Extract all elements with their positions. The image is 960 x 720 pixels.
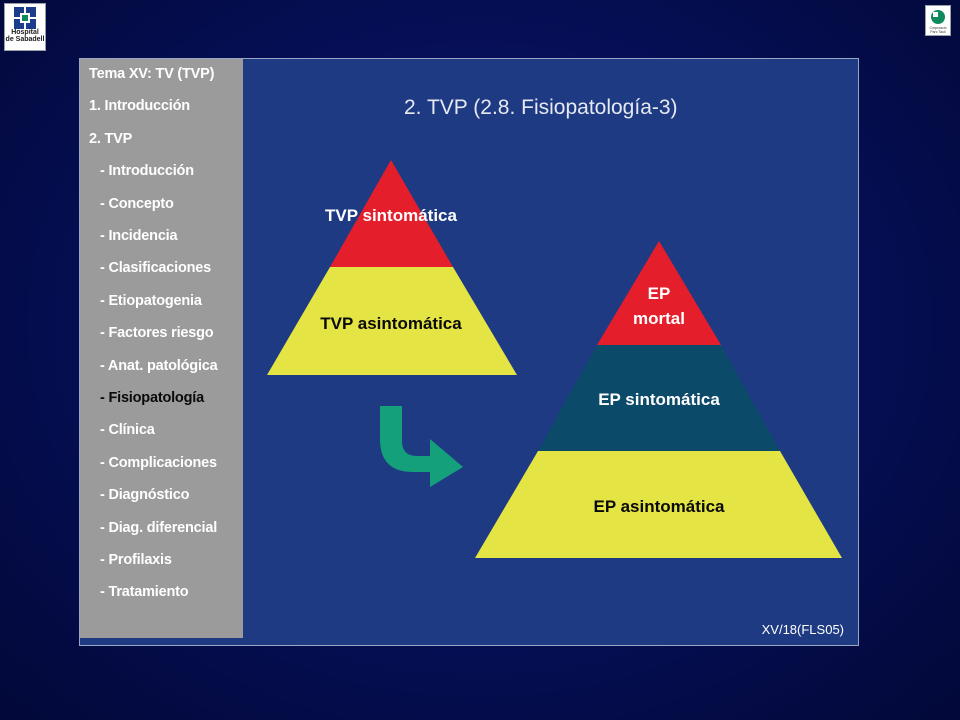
sidebar-item: - Diagnóstico <box>100 487 190 504</box>
ep-asintomatica-label: EP asintomática <box>593 497 725 516</box>
sidebar-item: - Introducción <box>100 163 194 180</box>
tvp-pyramid-top-segment <box>330 160 453 267</box>
sidebar-item: - Diag. diferencial <box>100 519 218 536</box>
slide-panel: Tema XV: TV (TVP) 1. Introducción 2. TVP - … <box>79 58 859 646</box>
sidebar-item: Tema XV: TV (TVP) <box>89 66 215 82</box>
sidebar-item: 1. Introducción <box>89 98 190 115</box>
logo-left-line1: Hospital <box>11 29 39 36</box>
sidebar-item: - Tratamiento <box>100 584 189 601</box>
tvp-pyramid-bottom-segment <box>267 267 517 375</box>
sidebar-item: - Concepto <box>100 195 174 212</box>
ep-mortal-label-line2: mortal <box>633 309 685 328</box>
logo-right-text: Corporació Parc Taulí <box>929 26 947 34</box>
sidebar-item: - Incidencia <box>100 228 178 244</box>
sidebar-item: - Fisiopatología <box>100 390 204 406</box>
sidebar-item: 2. TVP <box>89 130 133 147</box>
hospital-cross-icon <box>14 7 36 29</box>
tvp-asintomatica-label: TVP asintomática <box>320 314 462 333</box>
sidebar-item: - Etiopatogenia <box>100 292 202 309</box>
sidebar-item: - Clínica <box>100 422 155 439</box>
sidebar-item: - Factores riesgo <box>100 325 214 342</box>
corporacio-mark-icon <box>931 10 945 24</box>
slide-footer-code: XV/18(FLS05) <box>761 622 844 637</box>
sidebar-item: - Anat. patológica <box>100 357 218 374</box>
ep-pyramid-top-segment <box>597 241 721 345</box>
ep-pyramid-bottom-segment <box>475 451 842 558</box>
parc-tauli-logo: Corporació Parc Taulí <box>925 5 951 36</box>
slide-title: 2. TVP (2.8. Fisiopatología-3) <box>404 96 678 119</box>
sidebar-item: - Profilaxis <box>100 552 172 568</box>
curved-arrow-right-icon <box>380 406 463 487</box>
sidebar-outline: Tema XV: TV (TVP) 1. Introducción 2. TVP - … <box>80 59 243 638</box>
sidebar-item: - Clasificaciones <box>100 260 212 277</box>
hospital-sabadell-logo: Hospital de Sabadell <box>4 3 46 51</box>
ep-pyramid-middle-segment <box>538 345 780 451</box>
logo-left-line2: de Sabadell <box>5 36 45 43</box>
sidebar-item: - Complicaciones <box>100 454 217 471</box>
pyramids-diagram: TVP sintomática TVP asintomática EP mort… <box>267 160 842 558</box>
ep-sintomatica-label: EP sintomática <box>598 390 720 409</box>
tvp-sintomatica-label: TVP sintomática <box>325 206 457 225</box>
ep-mortal-label-line1: EP <box>648 284 671 303</box>
